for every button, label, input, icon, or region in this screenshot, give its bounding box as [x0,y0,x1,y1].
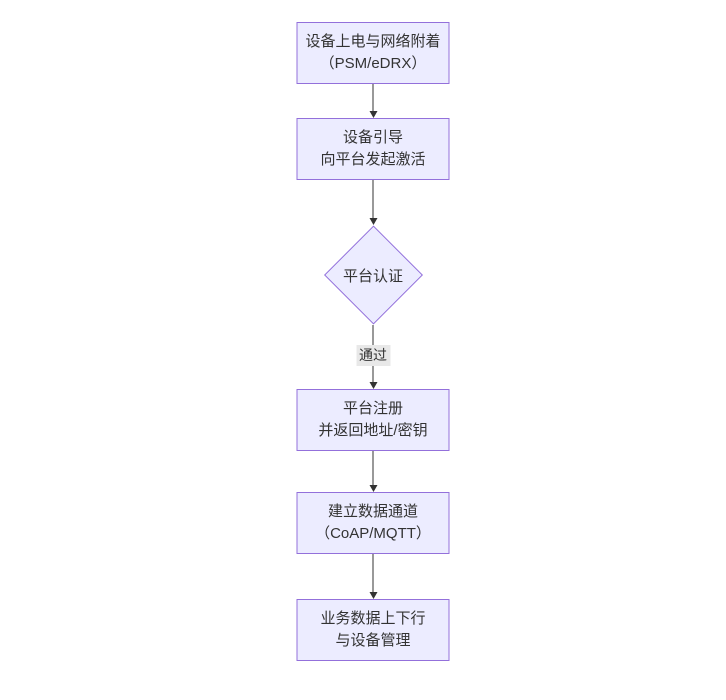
node-power-network-attach: 设备上电与网络附着 （PSM/eDRX） [296,22,450,84]
node-text-line: 业务数据上下行 [320,610,426,627]
node-platform-register: 平台注册 并返回地址/密钥 [296,389,450,451]
edge-line [372,554,374,592]
edge-line [372,325,374,345]
edge-channel-to-business [369,554,377,599]
arrow-down-icon [369,485,377,492]
node-text-line: 并返回地址/密钥 [318,422,428,439]
edge-line [372,180,374,218]
arrow-down-icon [369,382,377,389]
node-data-channel: 建立数据通道 （CoAP/MQTT） [296,492,450,554]
node-text-line: 与设备管理 [335,632,411,649]
node-text-line: 建立数据通道 [327,503,418,520]
decision-platform-auth: 平台认证 [323,225,423,325]
edge-line [372,451,374,485]
edge-attach-to-bootstrap [369,84,377,118]
edge-label-pass: 通过 [356,345,390,366]
node-text-line: 设备引导 [342,129,403,146]
node-text-line: （CoAP/MQTT） [315,525,431,542]
node-business-data: 业务数据上下行 与设备管理 [296,599,450,661]
edge-register-to-channel [369,451,377,492]
flowchart-column: 设备上电与网络附着 （PSM/eDRX） 设备引导 向平台发起激活 平台认证 通… [296,22,450,661]
edge-line [372,366,374,382]
node-text-line: 设备上电与网络附着 [305,33,441,50]
arrow-down-icon [369,592,377,599]
node-text-line: 平台注册 [342,400,403,417]
arrow-down-icon [369,218,377,225]
decision-label: 平台认证 [342,267,403,285]
edge-line [372,84,374,111]
node-text-line: （PSM/eDRX） [319,55,427,72]
node-text-line: 向平台发起激活 [320,151,426,168]
arrow-down-icon [369,111,377,118]
edge-auth-to-register: 通过 [356,325,390,389]
edge-bootstrap-to-auth [369,180,377,225]
node-device-bootstrap: 设备引导 向平台发起激活 [296,118,450,180]
